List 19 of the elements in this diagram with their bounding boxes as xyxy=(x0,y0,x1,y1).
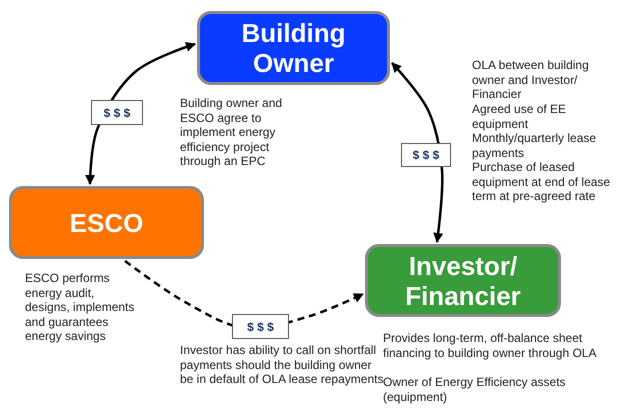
edge-label: $ $ $ xyxy=(91,100,143,125)
role-box xyxy=(365,244,561,317)
node-title: ESCO xyxy=(70,208,144,238)
note-text: Agreed use of EE equipment xyxy=(472,102,568,131)
node-title: Investor/ Financier xyxy=(404,250,522,310)
edge-label: $ $ $ xyxy=(232,314,289,339)
note-text: Investor has ability to call on shortfall payments should the building owner be in default of OLA lease repayments xyxy=(180,343,384,386)
role-box xyxy=(9,186,204,259)
note-text: Purchase of leased equipment at end of lease term at pre-agreed rate xyxy=(472,160,612,204)
node-title: Building Owner xyxy=(240,18,346,78)
note-text: Building owner and ESCO agree to implement energy efficiency project through an EPC xyxy=(180,96,284,168)
note-text: Provides long-term, off-balance sheet financing to building owner through OLA xyxy=(383,331,598,360)
note-text: Monthly/quarterly lease payments xyxy=(472,131,598,160)
note-text: Owner of Energy Efficiency assets (equipment) xyxy=(383,375,567,404)
role-box xyxy=(197,11,390,85)
note-text: ESCO performs energy audit, designs, implements and guarantees energy savings xyxy=(25,271,136,344)
note-text: OLA between building owner and Investor/ Financier xyxy=(472,58,590,102)
arrow xyxy=(391,62,444,243)
edge-label: $ $ $ xyxy=(401,143,451,167)
